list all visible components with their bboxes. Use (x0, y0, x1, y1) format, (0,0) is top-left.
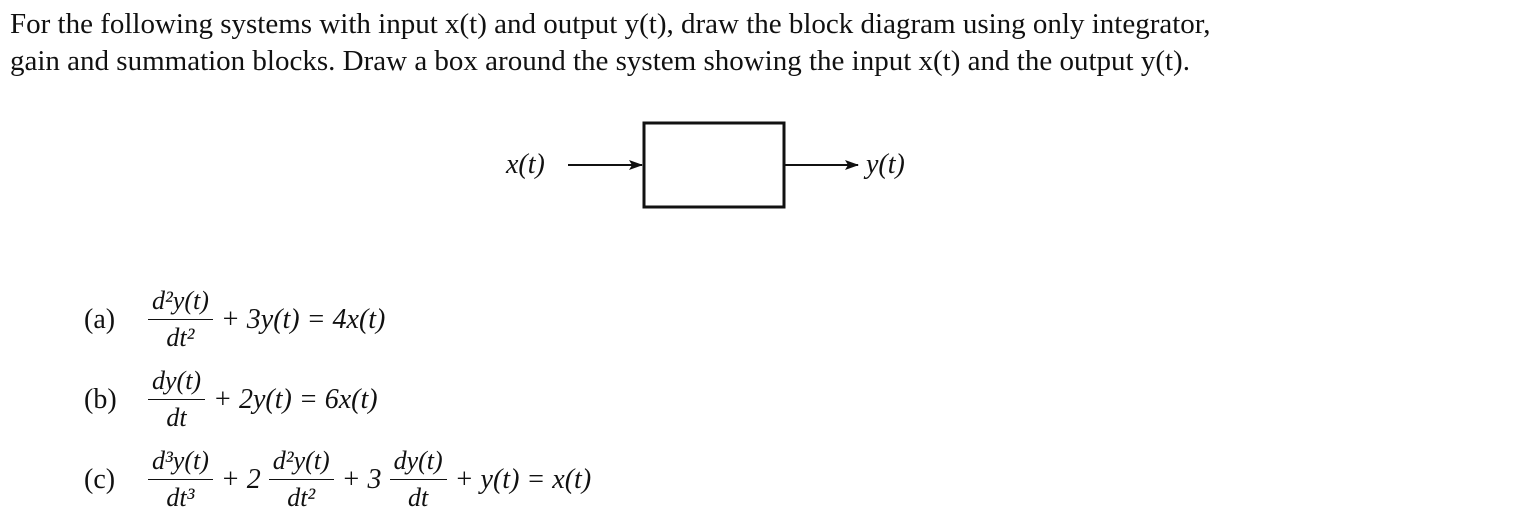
equation-term: + 2y(t) = 6x(t) (213, 383, 378, 415)
derivative-fraction: dy(t) dt (148, 365, 206, 434)
output-signal-label: y(t) (863, 149, 905, 180)
fraction-denominator: dt (407, 483, 429, 512)
equation-a: (a) d²y(t) dt² + 3y(t) = 4x(t) (84, 285, 389, 354)
system-box (642, 121, 786, 209)
equation-label: (c) (84, 463, 116, 495)
equation-term: + 3 (341, 463, 382, 495)
problem-intro-line-1: For the following systems with input x(t… (10, 8, 1211, 40)
fraction-numerator: d²y(t) (148, 285, 213, 320)
fraction-denominator: dt³ (166, 483, 195, 512)
problem-intro-line-2: gain and summation blocks. Draw a box ar… (10, 45, 1190, 77)
derivative-fraction: dy(t) dt (389, 445, 447, 514)
fraction-numerator: d²y(t) (268, 445, 334, 480)
fraction-denominator: dt² (166, 323, 195, 352)
equation-term: + 2 (220, 463, 261, 495)
fraction-numerator: d³y(t) (148, 445, 213, 480)
equation-term: + y(t) = x(t) (454, 463, 592, 495)
derivative-fraction: d²y(t) dt² (268, 445, 334, 514)
fraction-denominator: dt (166, 403, 187, 432)
fraction-numerator: dy(t) (389, 445, 447, 480)
problem-statement: For the following systems with input x(t… (10, 6, 1510, 80)
equation-label: (b) (84, 383, 117, 415)
fraction-numerator: dy(t) (148, 365, 206, 400)
fraction-denominator: dt² (287, 483, 316, 512)
equation-label: (a) (84, 303, 116, 335)
equation-b: (b) dy(t) dt + 2y(t) = 6x(t) (84, 365, 382, 434)
equation-term: + 3y(t) = 4x(t) (220, 303, 386, 335)
input-signal-label: x(t) (505, 149, 545, 180)
derivative-fraction: d³y(t) dt³ (148, 445, 213, 514)
derivative-fraction: d²y(t) dt² (148, 285, 213, 354)
